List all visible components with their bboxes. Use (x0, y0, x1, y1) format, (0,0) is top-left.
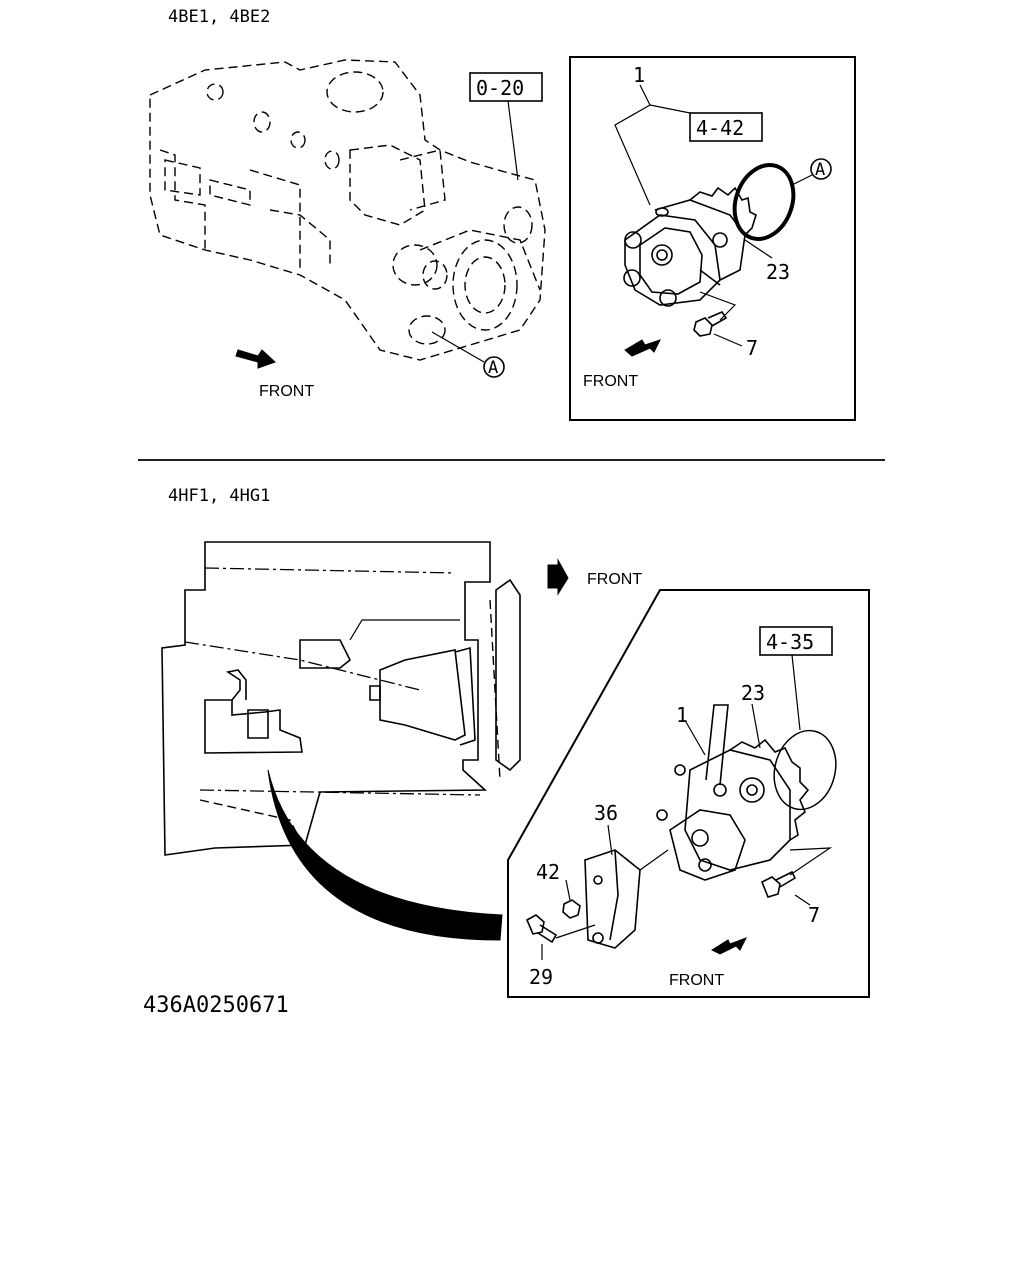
zoom-pointer (267, 769, 503, 941)
o-ring-23-4hf (773, 729, 837, 811)
part-1-4be: 1 (633, 63, 645, 87)
bolt-7-4be (693, 311, 728, 337)
front-label-4be-detail: FRONT (583, 373, 638, 390)
bolt-7-4hf (760, 847, 833, 898)
part-7-4be: 7 (746, 336, 758, 360)
callout-a-label-engine: A (488, 358, 498, 378)
ref-label-0-20: 0-20 (476, 76, 524, 100)
engine-block-4be (149, 59, 546, 361)
ref-label-4-42: 4-42 (696, 116, 744, 140)
front-arrow-4hf-detail (710, 937, 748, 955)
engine-block-4hf (161, 541, 521, 856)
part-36: 36 (594, 801, 618, 825)
front-arrow-4hf-engine (547, 558, 569, 596)
nut-42 (562, 899, 581, 919)
detail-frame-4be: 1 23 7 4-42 A FRONT (569, 56, 856, 421)
drawing-code: 436A0250671 (143, 993, 289, 1018)
front-label-4hf-engine: FRONT (587, 571, 642, 588)
ref-box-4-35 (759, 626, 833, 656)
callout-a-engine: A (431, 331, 505, 378)
callout-a-label-detail: A (815, 160, 825, 180)
ref-box-4-42 (689, 112, 763, 142)
ref-box-0-20: 0-20 (469, 72, 543, 181)
o-ring-23 (732, 163, 796, 241)
model-heading-4be: 4BE1, 4BE2 (168, 7, 270, 27)
part-7-4hf: 7 (808, 903, 820, 927)
part-42: 42 (536, 860, 560, 884)
model-heading-4hf: 4HF1, 4HG1 (168, 486, 270, 506)
front-label-4be-engine: FRONT (259, 383, 314, 400)
bracket-36 (584, 849, 669, 949)
part-1-4hf: 1 (676, 703, 688, 727)
vacuum-pump-4hf (656, 704, 810, 881)
bolt-29 (525, 914, 596, 944)
detail-frame-4hf: 4-35 (507, 589, 870, 998)
section-4be: 4BE1, 4BE2 0-20 (149, 7, 856, 421)
front-arrow-4be-engine: FRONT (235, 349, 314, 400)
part-29: 29 (529, 965, 553, 989)
callout-a-detail (810, 158, 832, 180)
ref-label-4-35: 4-35 (766, 630, 814, 654)
front-arrow-4be-detail (624, 339, 661, 357)
section-4hf: 4HF1, 4HG1 FRONT (161, 486, 870, 998)
front-label-4hf-detail: FRONT (669, 972, 724, 989)
part-23-4hf: 23 (741, 681, 765, 705)
part-23-4be: 23 (766, 260, 790, 284)
